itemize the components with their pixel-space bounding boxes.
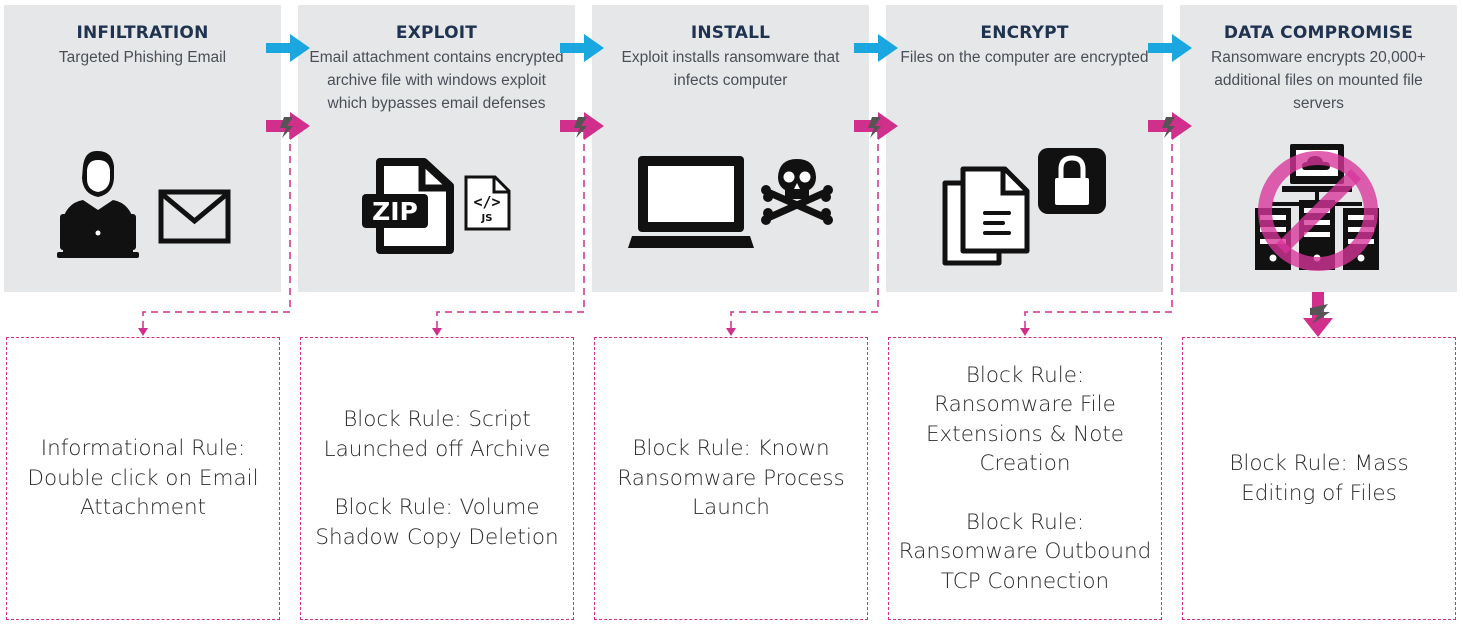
connector-2 bbox=[436, 132, 585, 330]
rule-box-infiltration: Informational Rule: Double click on Emai… bbox=[6, 337, 280, 620]
stage-title: DATA COMPROMISE bbox=[1223, 23, 1414, 43]
stage-description: Targeted Phishing Email bbox=[58, 49, 227, 66]
block-arrow-3 bbox=[854, 112, 898, 140]
stage-description: Ransomware encrypts 20,000+ additional f… bbox=[1211, 49, 1426, 112]
stage-description: Exploit installs ransomware that infects… bbox=[621, 49, 840, 89]
block-arrow-down bbox=[1303, 292, 1333, 337]
documents-icon bbox=[942, 166, 1030, 266]
prohibition-icon bbox=[1258, 151, 1378, 271]
rule-box-install: Block Rule: Known Ransomware Process Lau… bbox=[594, 337, 868, 620]
stage-title: INSTALL bbox=[690, 23, 771, 43]
rule-text: Block Rule: Volume Shadow Copy Deletion bbox=[315, 495, 559, 550]
person-laptop-icon bbox=[57, 150, 139, 258]
stage-title: ENCRYPT bbox=[980, 23, 1069, 43]
rule-text: Block Rule: Mass Editing of Files bbox=[1229, 451, 1409, 506]
stage-infiltration: INFILTRATION Targeted Phishing Email bbox=[4, 5, 281, 292]
envelope-icon bbox=[158, 189, 231, 244]
block-arrow-2 bbox=[560, 112, 604, 140]
stage-description: Files on the computer are encrypted bbox=[900, 49, 1149, 66]
connector-1 bbox=[142, 132, 291, 330]
rule-text: Block Rule: Known Ransomware Process Lau… bbox=[617, 436, 845, 521]
rule-box-encrypt: Block Rule: Ransomware File Extensions &… bbox=[888, 337, 1162, 620]
flow-arrow-3 bbox=[854, 34, 898, 62]
stage-exploit: EXPLOIT Email attachment contains encryp… bbox=[298, 5, 575, 292]
block-arrow-1 bbox=[266, 112, 310, 140]
js-file-icon: </> JS bbox=[464, 175, 511, 231]
rule-text: Block Rule: Ransomware Outbound TCP Conn… bbox=[898, 509, 1152, 594]
flow-arrow-1 bbox=[266, 34, 310, 62]
flow-arrow-2 bbox=[560, 34, 604, 62]
stage-encrypt: ENCRYPT Files on the computer are encryp… bbox=[886, 5, 1163, 292]
svg-text:</>: </> bbox=[473, 193, 500, 211]
js-label: JS bbox=[481, 213, 493, 224]
flow-arrow-4 bbox=[1148, 34, 1192, 62]
stage-title: EXPLOIT bbox=[395, 23, 478, 43]
block-arrow-4 bbox=[1148, 112, 1192, 140]
stage-description: Email attachment contains encrypted arch… bbox=[309, 49, 564, 112]
rule-box-exploit: Block Rule: Script Launched off Archive … bbox=[300, 337, 574, 620]
laptop-icon bbox=[628, 156, 754, 248]
connector-3 bbox=[730, 132, 879, 330]
stage-title: INFILTRATION bbox=[76, 23, 209, 43]
zip-file-icon: ZIP bbox=[362, 158, 454, 254]
rule-text: Block Rule: Ransomware File Extensions &… bbox=[925, 362, 1125, 477]
connector-4 bbox=[1024, 132, 1173, 330]
skull-crossbones-icon bbox=[761, 159, 833, 225]
rule-box-data-compromise: Block Rule: Mass Editing of Files bbox=[1182, 337, 1456, 620]
zip-label: ZIP bbox=[372, 197, 418, 226]
rule-text: Block Rule: Script Launched off Archive bbox=[323, 407, 551, 462]
rule-text: Informational Rule: Double click on Emai… bbox=[27, 436, 259, 521]
lock-icon bbox=[1038, 148, 1106, 214]
